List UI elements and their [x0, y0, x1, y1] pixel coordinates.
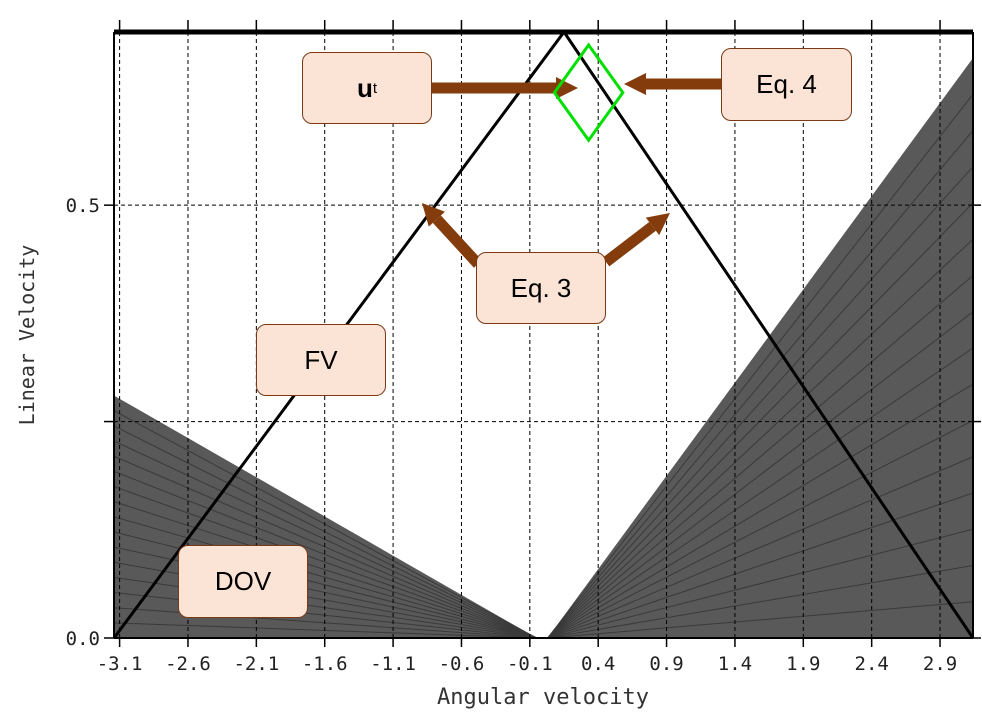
dov-region-right: [547, 57, 973, 638]
fv-callout: FV: [256, 324, 386, 396]
eq3-arrow-right-shaft: [602, 222, 656, 267]
y-axis-label: Linear Velocity: [15, 245, 39, 426]
grid-layer: [114, 32, 973, 638]
x-tick-label: -3.1: [97, 653, 143, 675]
x-tick-label: 2.4: [855, 653, 889, 675]
dov-fan-line-right: [547, 311, 974, 639]
dov-fan-line-right: [547, 420, 974, 639]
dov-fan-line-right: [547, 565, 974, 639]
dov-fan-line-left: [113, 410, 537, 639]
eq3-callout: Eq. 3: [476, 252, 606, 324]
dov-fan-line-right: [547, 492, 974, 639]
dov-fan-line-right: [547, 238, 974, 639]
x-tick-label: 1.4: [718, 653, 752, 675]
dov-fan-line-left: [113, 425, 537, 639]
dov-fan-line-right: [547, 166, 974, 639]
x-tick-label: -0.6: [439, 653, 485, 675]
ut-diamond-layer: [552, 42, 625, 143]
eq3-arrow-left-head: [422, 203, 445, 227]
dov-fan-line-left: [113, 516, 537, 639]
eq4-arrow-head: [624, 73, 646, 95]
dov-fan-line-right: [547, 528, 974, 639]
dov-fan-line-right: [547, 347, 974, 639]
eq4-callout: Eq. 4: [721, 48, 852, 121]
y-tick-label: 0.5: [66, 195, 100, 217]
dov-fan-line-right: [547, 456, 974, 639]
dov-fan-line-left: [113, 455, 537, 639]
dov-fan-line-left: [113, 501, 537, 639]
dov-fan-line-left: [113, 622, 537, 639]
x-tick-label: 1.9: [786, 653, 820, 675]
x-tick-label: -0.1: [507, 653, 553, 675]
tick-layer: -3.1 -2.6 -2.1 -1.6 -1.1 -0.6 -0.1 0.4 0.9 1.4 1.9…: [66, 20, 981, 675]
y-tick-label: 0.0: [66, 628, 100, 650]
dov-fan-line-left: [113, 486, 537, 639]
dov-fan-line-right: [547, 93, 974, 639]
x-tick-label: 0.9: [649, 653, 683, 675]
ut-diamond: [552, 42, 625, 143]
dov-fan-line-right: [547, 130, 974, 639]
dov-fan-line-right: [547, 601, 974, 639]
dov-fan-line-right: [547, 383, 974, 639]
x-tick-label: 2.9: [923, 653, 957, 675]
dov-fan-line-right: [547, 275, 974, 639]
x-tick-label: -1.1: [370, 653, 416, 675]
x-tick-label: -1.6: [302, 653, 348, 675]
plot-frame: [113, 29, 974, 639]
x-tick-label: -2.6: [165, 653, 211, 675]
dov-fan-line-left: [113, 470, 537, 639]
dov-fan-line-right: [547, 202, 974, 639]
x-tick-label: -2.1: [233, 653, 279, 675]
x-axis-label: Angular velocity: [437, 685, 649, 710]
eq3-arrow-right-head: [645, 213, 670, 236]
dov-fan-line-left: [113, 440, 537, 639]
x-tick-label: 0.4: [581, 653, 615, 675]
ut-callout-main: u: [356, 72, 373, 103]
arrow-layer: [422, 73, 721, 268]
dov-callout: DOV: [178, 545, 308, 618]
ut-callout-sub: t: [372, 79, 378, 97]
eq3-arrow-left-shaft: [432, 215, 483, 268]
